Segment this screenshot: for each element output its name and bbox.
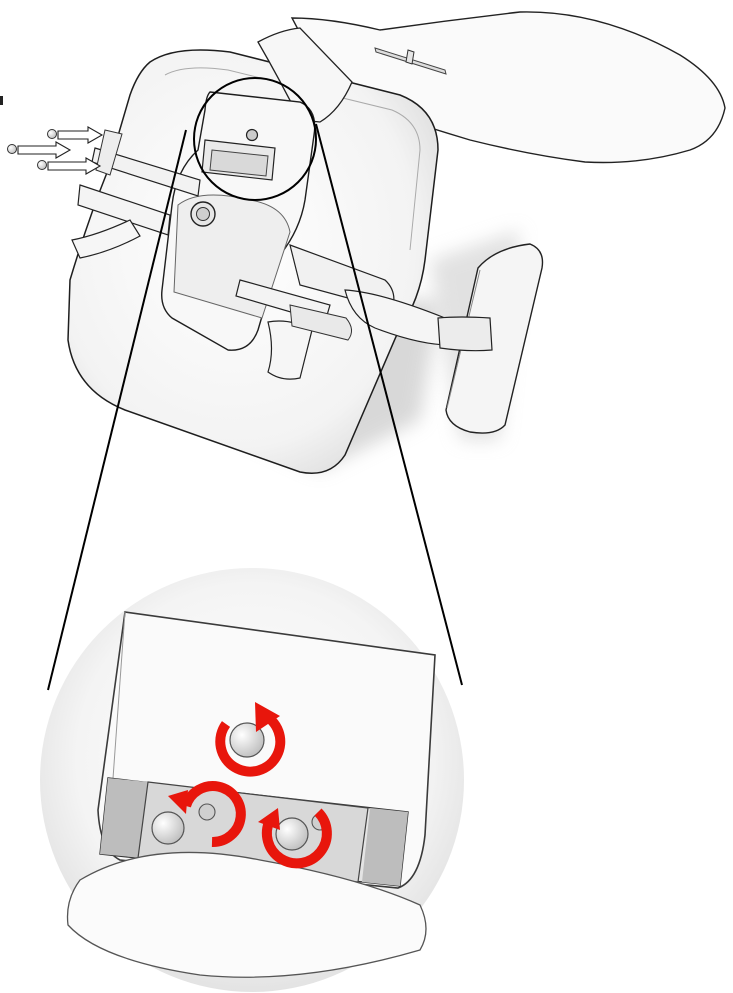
edge-mark [0, 96, 3, 105]
arm-collar [438, 317, 492, 351]
wing-pin [406, 50, 414, 64]
detail-screw-right [276, 818, 308, 850]
detail-window-shadow-right [362, 808, 408, 886]
insert-arrow-icon [58, 127, 102, 143]
detail-screw-left [152, 812, 184, 844]
insert-arrow-icon [18, 142, 70, 158]
bracket-knob-inner [197, 208, 210, 221]
screw-group [8, 127, 103, 174]
assembly-view [0, 12, 725, 473]
detail-screw-hole [199, 804, 215, 820]
screw [8, 145, 17, 154]
bracket-screw-hole [247, 130, 258, 141]
screw [48, 130, 57, 139]
detail-view [40, 568, 464, 992]
screw [38, 161, 47, 170]
